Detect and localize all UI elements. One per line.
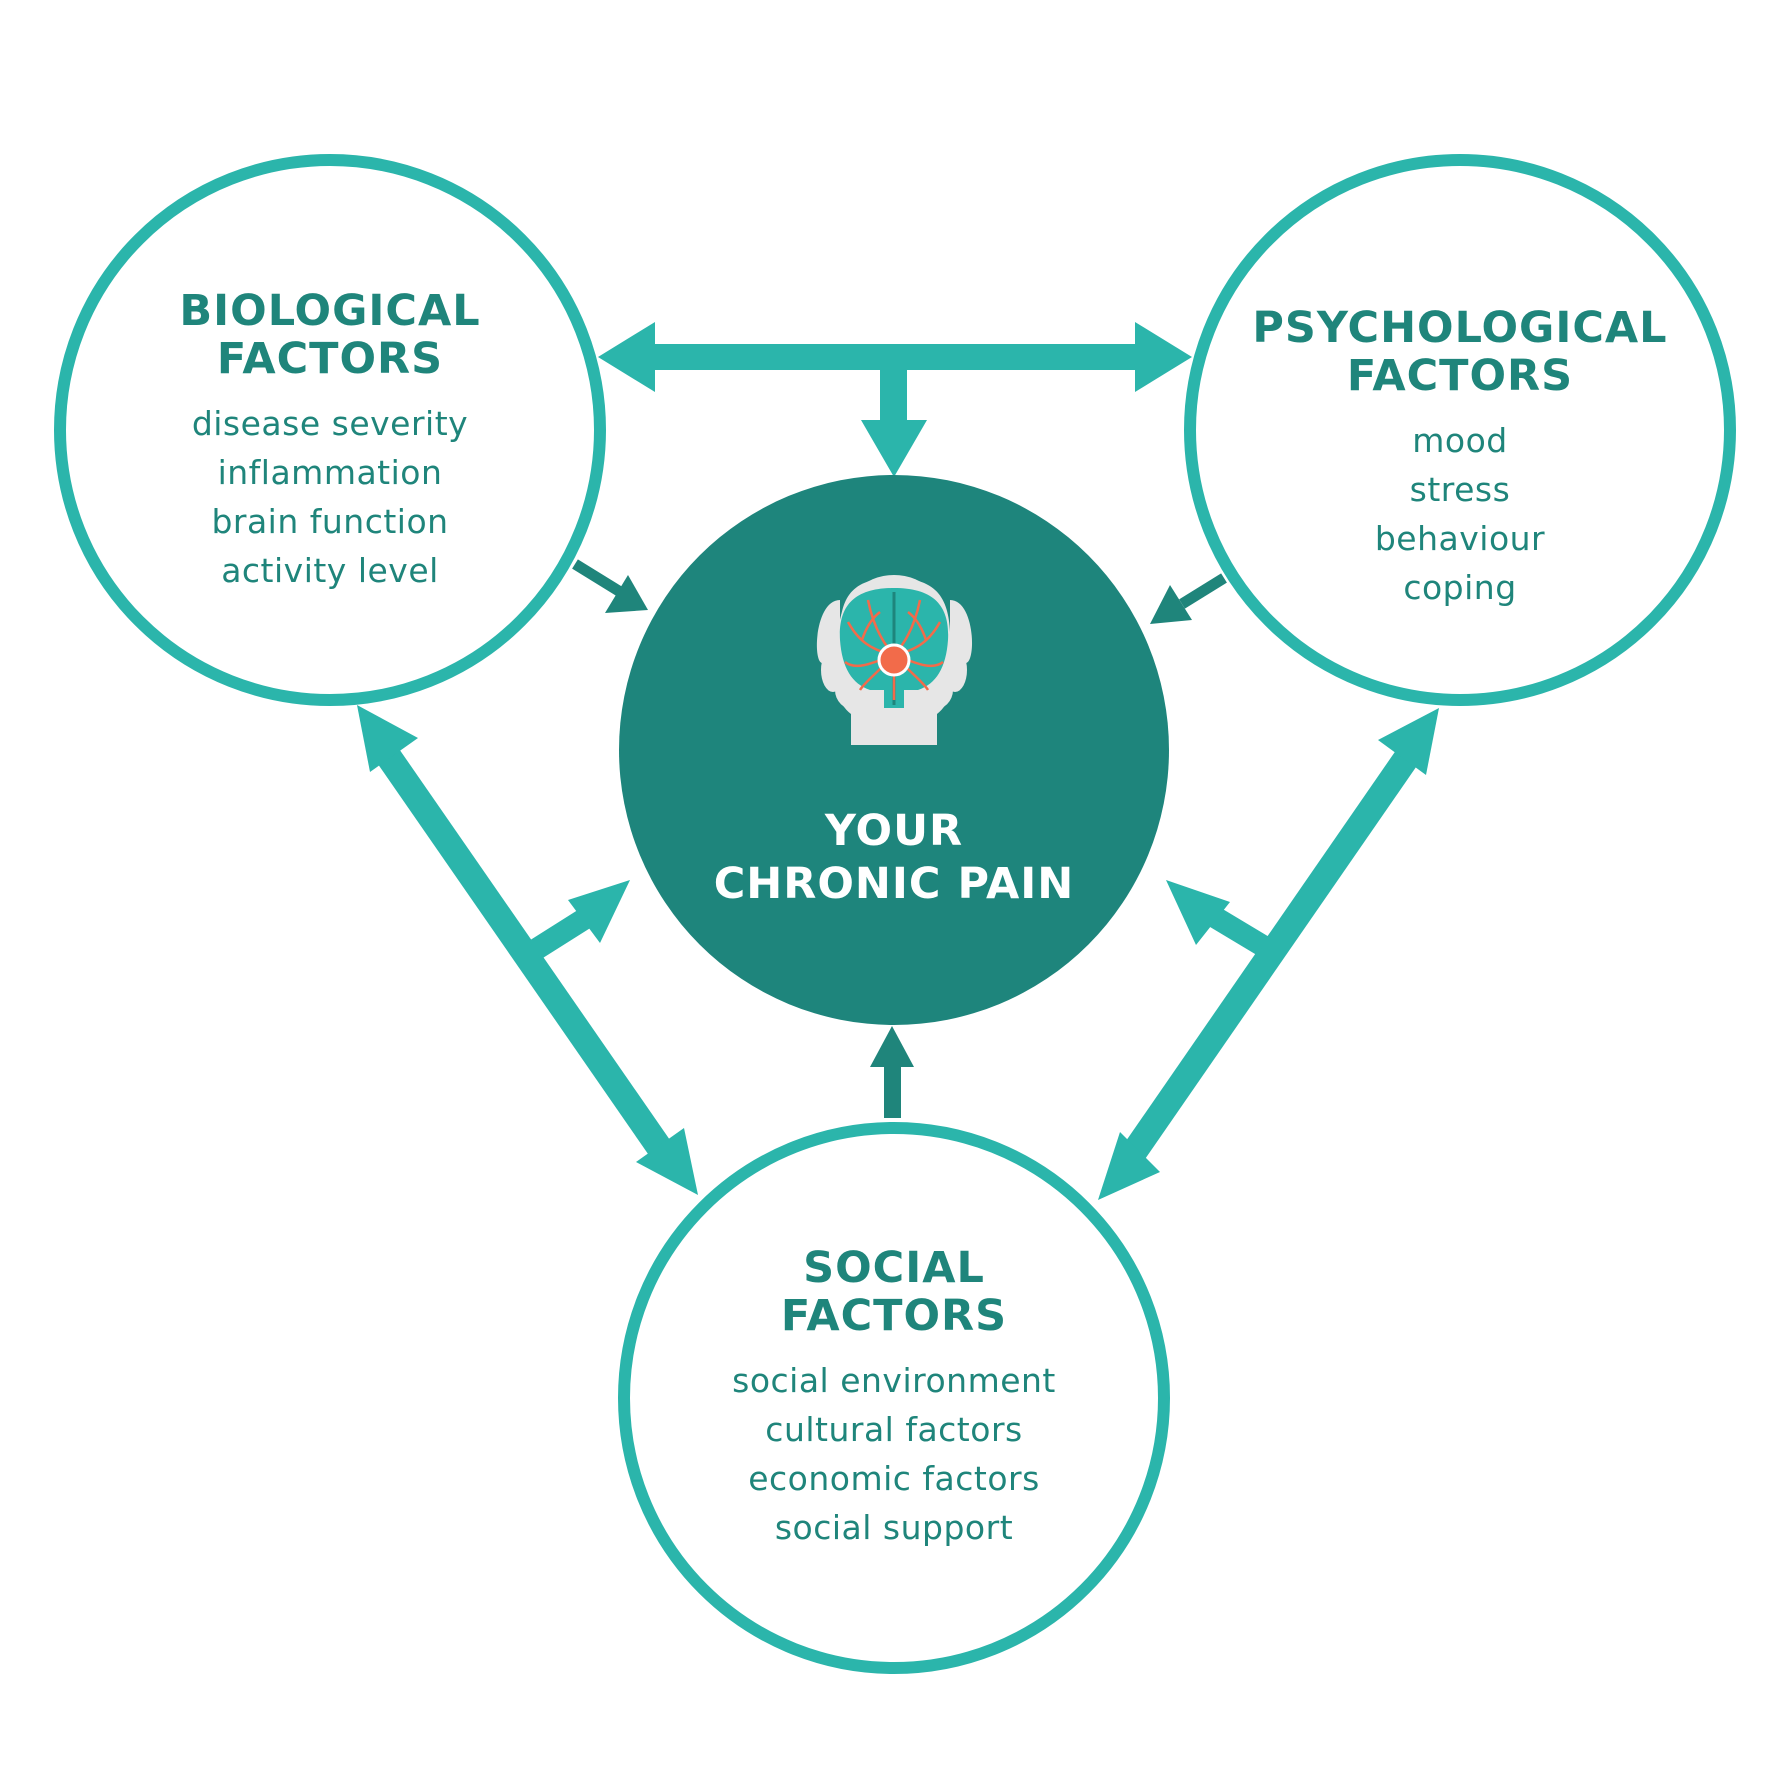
social-item: social environment bbox=[732, 1361, 1056, 1400]
social-item: economic factors bbox=[748, 1459, 1040, 1498]
social-to-center-arrow bbox=[870, 1026, 914, 1118]
center-circle bbox=[619, 475, 1169, 1025]
bio-psych-double-arrow bbox=[598, 322, 1192, 392]
bio-social-double-arrow bbox=[357, 705, 698, 1195]
biological-item: activity level bbox=[221, 551, 439, 590]
bio-to-center-arrow bbox=[572, 559, 648, 613]
psychological-item: stress bbox=[1410, 470, 1511, 509]
biological-item: disease severity bbox=[192, 404, 468, 443]
biological-item: brain function bbox=[211, 502, 448, 541]
biological-circle bbox=[54, 154, 606, 706]
psych-social-branch-arrow bbox=[1166, 880, 1269, 956]
psychological-title-line1: PSYCHOLOGICAL bbox=[1252, 303, 1667, 353]
top-to-center-arrow bbox=[861, 368, 927, 477]
social-title-line1: SOCIAL bbox=[803, 1243, 985, 1293]
biological-item: inflammation bbox=[218, 453, 443, 492]
psychological-title-line2: FACTORS bbox=[1347, 351, 1573, 401]
social-item: social support bbox=[775, 1508, 1013, 1547]
center-title-line2: CHRONIC PAIN bbox=[714, 859, 1075, 909]
psychological-item: behaviour bbox=[1375, 519, 1545, 558]
biological-title-line1: BIOLOGICAL bbox=[179, 286, 480, 336]
psychological-circle bbox=[1184, 154, 1736, 706]
center-title-line1: YOUR bbox=[824, 806, 963, 856]
head-brain-icon bbox=[816, 575, 973, 745]
psych-to-center-arrow bbox=[1150, 573, 1227, 624]
social-item: cultural factors bbox=[765, 1410, 1022, 1449]
psych-social-double-arrow bbox=[1098, 708, 1439, 1200]
biological-title-line2: FACTORS bbox=[217, 334, 443, 384]
psychological-item: mood bbox=[1412, 421, 1507, 460]
social-circle bbox=[618, 1122, 1170, 1674]
bio-social-branch-arrow bbox=[529, 880, 630, 960]
psychological-item: coping bbox=[1403, 568, 1516, 607]
social-title-line2: FACTORS bbox=[781, 1291, 1007, 1341]
